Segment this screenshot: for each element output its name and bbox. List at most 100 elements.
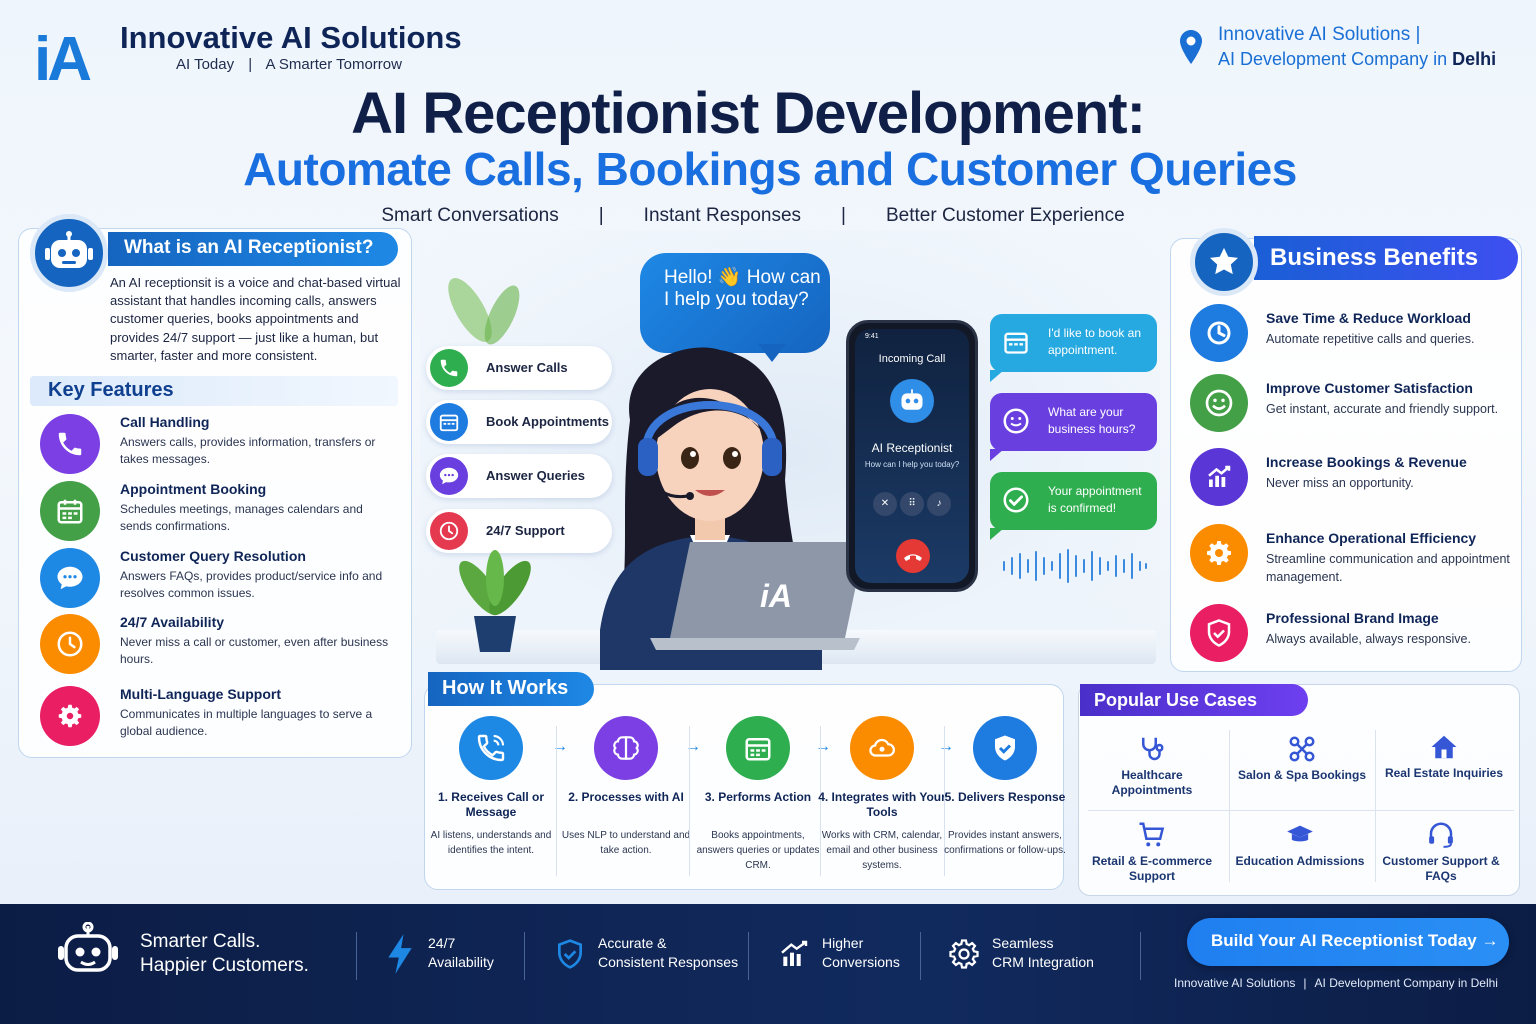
footer-item-line: Accurate & (598, 935, 667, 951)
subline-sep: | (598, 205, 604, 226)
cloud-icon (850, 716, 914, 780)
footer-location: AI Development Company in Delhi (1314, 976, 1498, 990)
divider (920, 932, 921, 980)
feature-desc: Answers calls, provides information, tra… (120, 435, 376, 466)
step-receives-call: 1. Receives Call or Message AI listens, … (426, 716, 556, 876)
subline: Smart Conversations|Instant Responses|Be… (0, 205, 1506, 227)
use-case-retail[interactable]: Retail & E-commerce Support (1080, 814, 1224, 892)
calendar-icon (726, 716, 790, 780)
pill-answer-queries[interactable]: Answer Queries (426, 454, 612, 498)
pill-label: Book Appointments (486, 414, 610, 429)
robot-icon (58, 922, 118, 972)
phone-screen: 9:41 Incoming Call AI Receptionist How c… (855, 329, 969, 583)
pill-24-7-support[interactable]: 24/7 Support (426, 509, 612, 553)
feature-title: Customer Query Resolution (120, 548, 306, 564)
build-receptionist-cta-button[interactable]: Build Your AI Receptionist Today → (1187, 918, 1509, 966)
message-business-hours: What are your business hours? (990, 393, 1157, 461)
plant-leaves-decoration (448, 278, 520, 345)
message-text: Your appointment is confirmed! (1048, 484, 1142, 515)
step-performs-action: 3. Performs Action Books appointments, a… (693, 716, 823, 876)
step-desc: Provides instant answers, confirmations … (944, 830, 1066, 856)
scissors-icon (1282, 732, 1322, 766)
benefit-desc: Always available, always responsive. (1266, 632, 1471, 646)
feature-availability: 24/7 Availability Never miss a call or c… (40, 614, 400, 676)
end-call-button[interactable] (896, 539, 930, 573)
feature-query-resolution: Customer Query Resolution Answers FAQs, … (40, 548, 400, 610)
potted-plant (459, 550, 531, 652)
use-case-label: Customer Support & FAQs (1382, 854, 1500, 883)
brand-name: Innovative AI Solutions (120, 20, 462, 55)
brand-logo[interactable]: iA (34, 25, 92, 94)
benefit-customer-satisfaction: Improve Customer Satisfaction Get instan… (1190, 374, 1520, 434)
mute-icon[interactable]: ✕ (873, 492, 897, 516)
star-icon (1190, 228, 1258, 296)
gear-icon (946, 934, 982, 974)
use-case-healthcare[interactable]: Healthcare Appointments (1080, 728, 1224, 806)
feature-multi-language: Multi-Language Support Communicates in m… (40, 686, 400, 748)
pill-label: Answer Queries (486, 468, 585, 483)
divider (556, 726, 557, 876)
smile-icon (1190, 374, 1248, 432)
message-book-appointment: I'd like to book an appointment. (990, 314, 1157, 382)
feature-desc: Communicates in multiple languages to se… (120, 707, 373, 738)
chat-icon (430, 457, 468, 495)
what-is-title: What is an AI Receptionist? (108, 232, 398, 266)
phone-icon (40, 414, 100, 474)
lightning-icon (382, 934, 418, 974)
use-case-label: Retail & E-commerce Support (1091, 854, 1213, 883)
divider (356, 932, 357, 980)
pill-answer-calls[interactable]: Answer Calls (426, 346, 612, 390)
greeting-speech-bubble: Hello! 👋 How can I help you today? (640, 253, 830, 353)
growth-chart-icon (776, 934, 812, 974)
benefit-title: Increase Bookings & Revenue (1266, 454, 1467, 470)
use-cases-panel (1078, 684, 1520, 896)
tagline-part-1: AI Today (176, 56, 235, 73)
page-subtitle: Automate Calls, Bookings and Customer Qu… (243, 143, 1297, 195)
pill-book-appointments[interactable]: Book Appointments (426, 400, 612, 444)
step-desc: AI listens, understands and identifies t… (430, 830, 552, 856)
keypad-icon[interactable]: ⠿ (900, 492, 924, 516)
speaker-icon[interactable]: ♪ (927, 492, 951, 516)
divider (1375, 730, 1376, 882)
footer-item-line: 24/7 (428, 935, 456, 951)
pill-label: 24/7 Support (486, 523, 565, 538)
benefit-desc: Never miss an opportunity. (1266, 476, 1414, 490)
shield-check-icon (973, 716, 1037, 780)
robot-avatar-icon (890, 379, 934, 423)
use-case-salon[interactable]: Salon & Spa Bookings (1230, 728, 1374, 806)
message-tail (990, 370, 1004, 382)
use-case-education[interactable]: Education Admissions (1228, 814, 1372, 892)
caller-name: AI Receptionist (871, 441, 953, 455)
phone-icon (459, 716, 523, 780)
divider (820, 726, 821, 876)
tagline-part-2: A Smarter Tomorrow (265, 56, 402, 73)
footer-item-line: Seamless (992, 935, 1054, 951)
slogan-line: Smarter Calls. (140, 931, 261, 952)
use-case-customer-support[interactable]: Customer Support & FAQs (1369, 814, 1513, 892)
use-case-real-estate[interactable]: Real Estate Inquiries (1372, 726, 1516, 804)
subline-item: Smart Conversations (381, 205, 559, 226)
cart-icon (1132, 818, 1172, 852)
top-right-location: AI Development Company in Delhi (1218, 49, 1496, 70)
pill-label: Answer Calls (486, 360, 568, 375)
key-features-title: Key Features (30, 376, 398, 406)
chat-icon (40, 548, 100, 608)
top-right-company: Innovative AI Solutions | (1218, 24, 1421, 45)
sound-wave-icon (1003, 549, 1147, 583)
footer-company-line: Innovative AI Solutions|AI Development C… (1174, 976, 1498, 990)
arrow-right-icon: → (815, 738, 831, 755)
benefit-desc: Automate repetitive calls and queries. (1266, 332, 1475, 346)
step-title: 1. Receives Call or Message (437, 790, 545, 819)
divider (1229, 730, 1230, 882)
footer-item-line: Availability (428, 954, 494, 970)
phone-time: 9:41 (865, 333, 879, 340)
divider (944, 726, 945, 876)
robot-icon (30, 214, 108, 292)
footer-item-line: CRM Integration (992, 954, 1094, 970)
step-title: 4. Integrates with Your Tools (818, 790, 946, 819)
shield-check-icon (552, 934, 588, 974)
step-title: 3. Performs Action (704, 790, 812, 804)
caller-question: How can I help you today? (864, 460, 960, 469)
use-cases-title: Popular Use Cases (1080, 684, 1308, 716)
